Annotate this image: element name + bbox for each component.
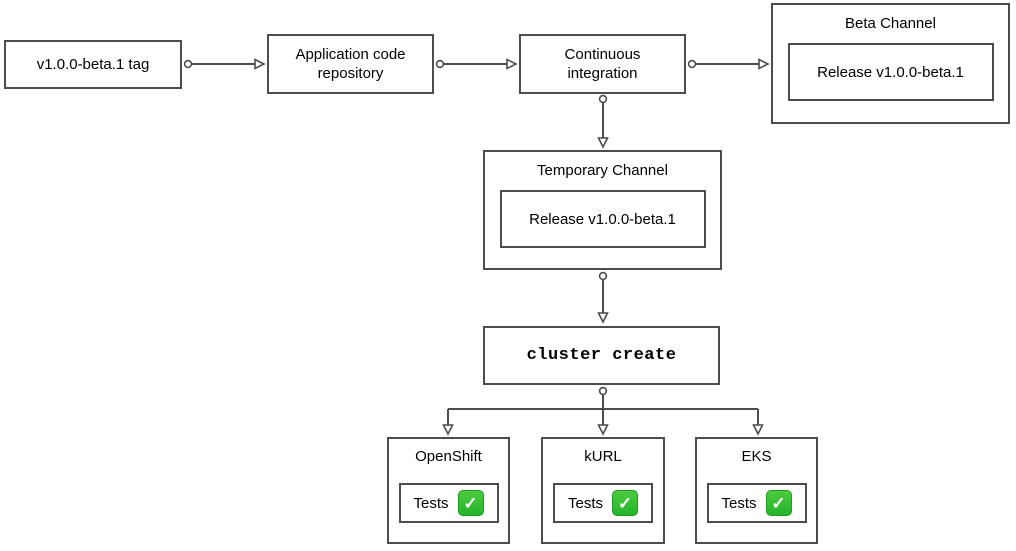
node-version-tag-label: v1.0.0-beta.1 tag xyxy=(36,56,150,73)
tests-passed-check-icon: ✓ xyxy=(612,490,638,516)
node-beta-channel-release: Release v1.0.0-beta.1 xyxy=(787,43,994,101)
node-kurl-tests: Tests ✓ xyxy=(553,483,653,523)
tests-passed-check-icon: ✓ xyxy=(765,490,792,516)
node-temporary-channel-release-label: Release v1.0.0-beta.1 xyxy=(529,210,676,228)
node-temporary-channel-release: Release v1.0.0-beta.1 xyxy=(499,190,706,248)
node-cluster-create-label: cluster create xyxy=(526,346,677,365)
node-application-code-repository-label: Application code repository xyxy=(295,46,406,82)
group-kurl: kURL Tests ✓ xyxy=(541,437,665,544)
node-continuous-integration-label: Continuous integration xyxy=(564,46,641,82)
group-beta-channel-title: Beta Channel xyxy=(845,15,936,32)
node-eks-tests: Tests ✓ xyxy=(706,483,807,523)
group-openshift-title: OpenShift xyxy=(415,448,482,465)
group-temporary-channel-title: Temporary Channel xyxy=(537,162,668,179)
tests-passed-check-icon: ✓ xyxy=(457,490,484,516)
node-application-code-repository: Application code repository xyxy=(267,34,434,94)
node-eks-tests-label: Tests xyxy=(721,494,757,512)
group-kurl-title: kURL xyxy=(584,448,622,465)
group-eks: EKS Tests ✓ xyxy=(695,437,818,544)
node-beta-channel-release-label: Release v1.0.0-beta.1 xyxy=(817,63,964,81)
node-version-tag: v1.0.0-beta.1 tag xyxy=(4,40,182,89)
group-temporary-channel: Temporary Channel Release v1.0.0-beta.1 xyxy=(483,150,722,270)
node-openshift-tests: Tests ✓ xyxy=(398,483,499,523)
node-kurl-tests-label: Tests xyxy=(567,494,603,512)
node-continuous-integration: Continuous integration xyxy=(519,34,686,94)
group-openshift: OpenShift Tests ✓ xyxy=(387,437,510,544)
group-beta-channel: Beta Channel Release v1.0.0-beta.1 xyxy=(771,3,1010,124)
node-cluster-create: cluster create xyxy=(483,326,720,385)
group-eks-title: EKS xyxy=(741,448,772,465)
node-openshift-tests-label: Tests xyxy=(413,494,449,512)
